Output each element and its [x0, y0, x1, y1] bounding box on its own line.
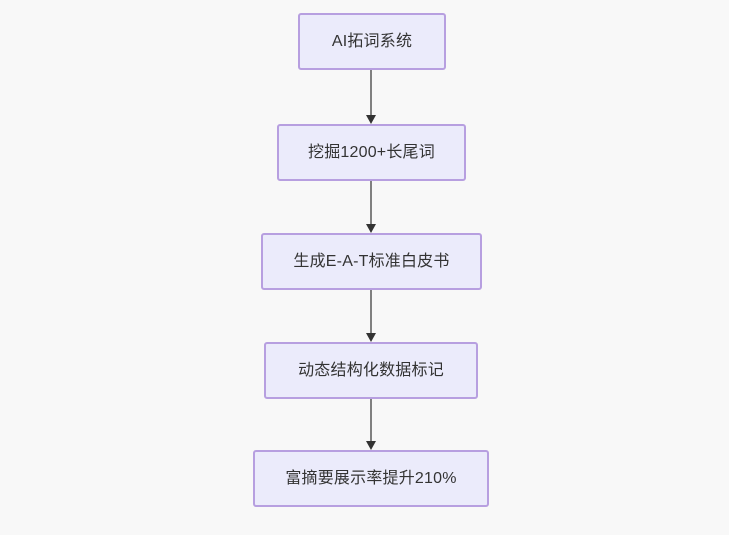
edge-line	[370, 181, 372, 224]
flowchart-node-n2[interactable]: 挖掘1200+长尾词	[277, 124, 466, 181]
flowchart-node-n3[interactable]: 生成E-A-T标准白皮书	[261, 233, 482, 290]
flowchart-node-n5[interactable]: 富摘要展示率提升210%	[253, 450, 489, 507]
node-label: 生成E-A-T标准白皮书	[293, 252, 450, 270]
arrow-head-icon	[365, 333, 376, 342]
flowchart-node-n4[interactable]: 动态结构化数据标记	[264, 342, 478, 399]
edge-line	[370, 399, 372, 441]
flowchart-node-n1[interactable]: AI拓词系统	[298, 13, 446, 70]
edge-line	[370, 70, 372, 115]
node-label: 动态结构化数据标记	[298, 361, 444, 379]
node-label: 挖掘1200+长尾词	[308, 143, 435, 161]
node-label: 富摘要展示率提升210%	[285, 469, 457, 487]
arrow-head-icon	[365, 224, 376, 233]
arrow-head-icon	[365, 441, 376, 450]
node-label: AI拓词系统	[331, 32, 413, 50]
arrow-head-icon	[365, 115, 376, 124]
edge-line	[370, 290, 372, 333]
